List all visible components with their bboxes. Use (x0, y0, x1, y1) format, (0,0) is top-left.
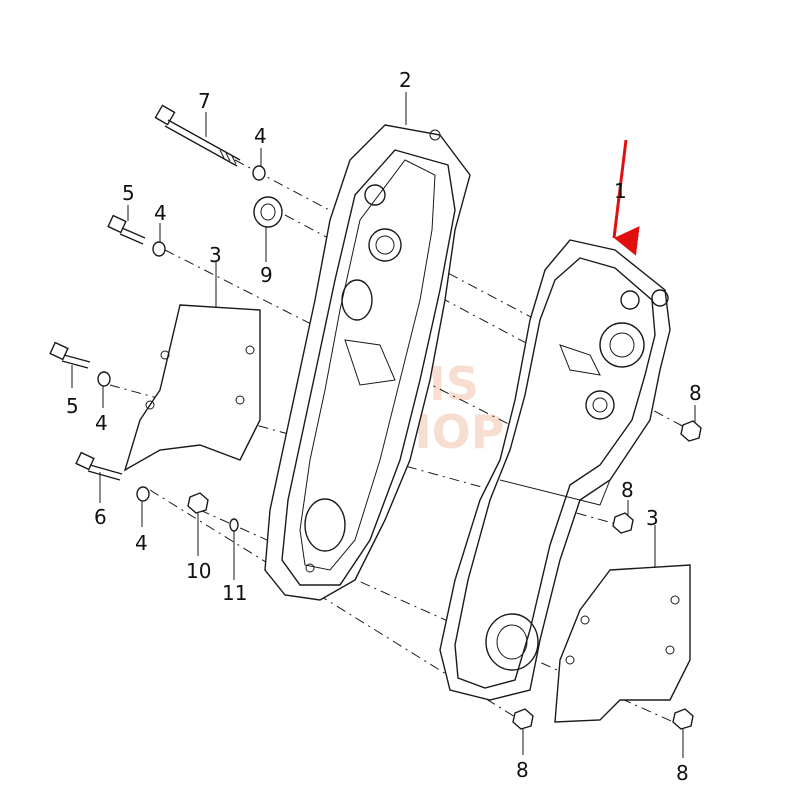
label-part-9: 9 (260, 263, 273, 287)
label-part-7: 7 (198, 89, 211, 113)
nut-10 (187, 492, 209, 514)
label-part-11: 11 (222, 581, 247, 605)
housing-part-1 (439, 239, 671, 701)
label-part-6: 6 (94, 505, 107, 529)
washers-4 (97, 165, 266, 502)
bolt-5-upper (107, 214, 146, 245)
ring-11 (229, 518, 239, 532)
bolt-6 (75, 451, 123, 481)
label-part-8-middle: 8 (621, 478, 634, 502)
bolt-5-lower (49, 341, 91, 369)
label-part-5-lower: 5 (66, 394, 79, 418)
part-labels: 1 2 3 3 4 4 4 4 5 5 6 7 8 8 8 8 9 10 11 (66, 68, 702, 785)
label-part-4-lower: 4 (135, 531, 148, 555)
nuts-8 (512, 420, 702, 730)
cover-plate-3-right (554, 564, 691, 723)
label-part-5-upper: 5 (122, 181, 135, 205)
label-part-4-middle: 4 (95, 411, 108, 435)
seal-9 (253, 196, 283, 228)
label-part-2: 2 (399, 68, 412, 92)
label-part-1: 1 (614, 179, 627, 203)
long-bolt-7 (154, 104, 241, 167)
label-part-8-right: 8 (689, 381, 702, 405)
label-part-4-upper: 4 (154, 201, 167, 225)
label-part-3-left: 3 (209, 243, 222, 267)
label-part-10: 10 (186, 559, 211, 583)
label-part-8-bottom-left: 8 (516, 758, 529, 782)
housing-part-2 (264, 124, 471, 601)
indicator-arrow (612, 139, 640, 256)
label-part-3-right: 3 (646, 506, 659, 530)
cover-plate-3-left (123, 304, 261, 472)
label-part-8-bottom-right: 8 (676, 761, 689, 785)
label-part-4-top: 4 (254, 124, 267, 148)
leader-lines (71, 92, 696, 758)
